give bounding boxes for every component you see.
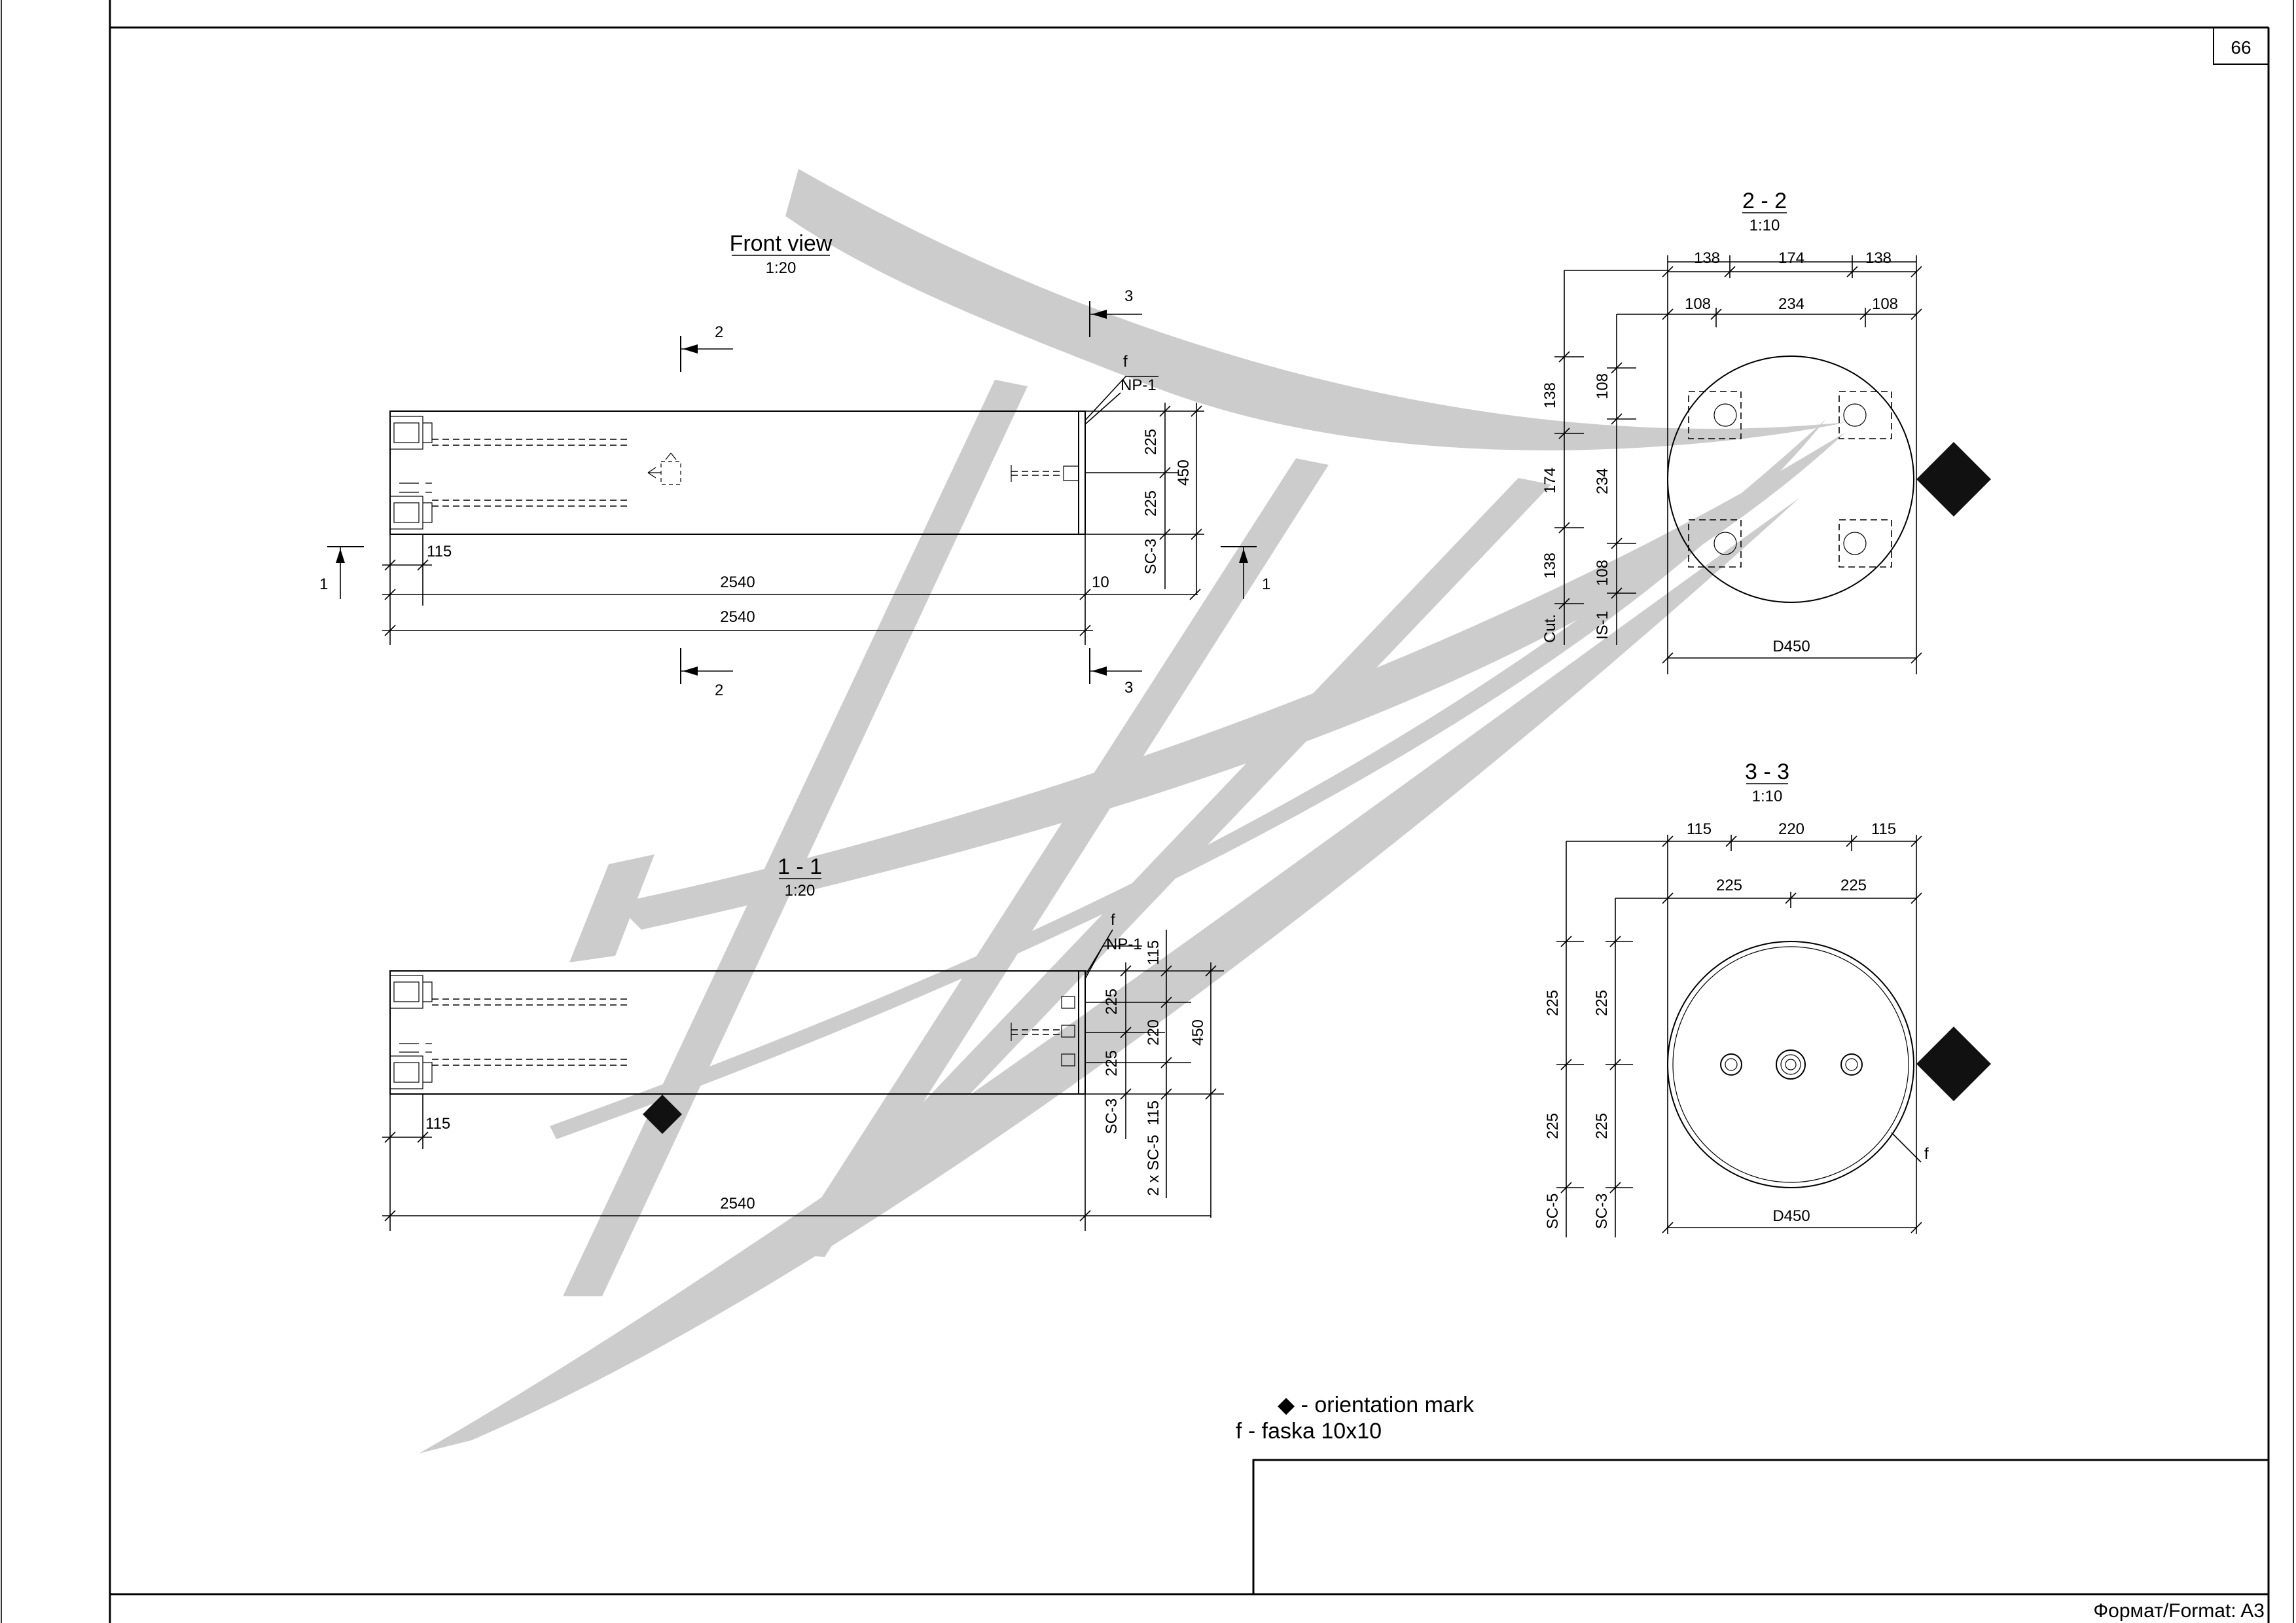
section-1-1-scale: 1:20 [785,882,816,900]
front-dim-115: 115 [427,543,452,560]
legend-orientation-mark: ◆ - orientation mark [1278,1393,1475,1417]
front-view: Front view 1:20 f NP-1 [319,231,1270,699]
section-1-1-dim-225-b: 225 [1103,1050,1121,1076]
section-3-3-dim-115-top-a: 115 [1687,820,1712,838]
cut-2-label-bottom: 2 [715,682,723,699]
section-2-2-dim-174-left: 174 [1541,467,1559,494]
section-2-2-dim-108-top-a: 108 [1685,295,1711,313]
section-3-3-scale: 1:10 [1752,788,1783,805]
section-2-2-scale: 1:10 [1749,217,1780,234]
section-2-2-dim-108-top-b: 108 [1872,295,1898,313]
section-3-3-dim-225-left-b: 225 [1544,1113,1562,1139]
format-label: Формат/Format: A3 [2093,1600,2265,1622]
section-3-3-outline [1667,941,1914,1188]
front-dim-10: 10 [1092,574,1109,591]
section-2-2-dim-108-right-a: 108 [1594,373,1611,399]
section-1-1-dim-2540: 2540 [720,1195,755,1213]
section-2-2: 2 - 2 1:10 138 [1541,189,1991,674]
section-3-3-dim-225-top-a: 225 [1716,877,1742,894]
front-dim-225-a: 225 [1142,429,1160,455]
legend: ◆ - orientation mark f - faska 10x10 [1236,1393,1475,1444]
section-2-2-dim-108-right-b: 108 [1594,560,1611,586]
section-3-3-orientation-mark [1916,1027,1991,1101]
section-3-3: 3 - 3 1:10 f 115 220 [1544,759,1991,1237]
cut-marker-1-right: 1 [1221,546,1270,599]
section-1-1-dim-sc3: SC-3 [1103,1099,1121,1135]
section-3-3-title: 3 - 3 [1745,759,1789,784]
section-2-2-dim-d450: D450 [1772,638,1810,655]
section-3-3-dim-115-top-b: 115 [1871,820,1896,838]
section-1-1-orientation-mark [643,1095,682,1134]
sheet-number-box [2213,27,2269,65]
section-2-2-dim-cut: Cut. [1541,614,1559,643]
section-1-1-dim-225-a: 225 [1103,989,1121,1015]
section-2-2-dim-138-left-b: 138 [1541,553,1559,579]
section-3-3-dim-225-right-b: 225 [1593,1113,1611,1139]
section-1-1-dim-2xsc5: 2 x SC-5 [1145,1135,1162,1195]
front-view-title: Front view [730,231,833,256]
section-2-2-dim-234-top: 234 [1778,295,1804,313]
section-1-1-f-label: f [1111,911,1115,929]
section-1-1: 1 - 1 1:20 f NP-1 115 [382,854,1224,1231]
section-1-1-dim-450: 450 [1189,1019,1207,1046]
section-3-3-dim-225-right-a: 225 [1593,990,1611,1016]
section-2-2-anchor-plates [1688,391,1892,568]
cut-1-label-left: 1 [319,575,328,593]
cut-marker-2-top: 2 [680,323,733,372]
section-2-2-dim-138-top-b: 138 [1865,249,1892,267]
section-2-2-dim-138-top-a: 138 [1694,249,1720,267]
cut-marker-3-top: 3 [1089,287,1142,337]
section-2-2-dim-138-left-a: 138 [1541,382,1559,409]
section-2-2-dim-234-right: 234 [1594,468,1611,494]
section-3-3-f-label: f [1924,1145,1929,1163]
section-1-1-dim-115-top: 115 [1145,940,1162,965]
section-3-3-dim-sc3: SC-3 [1593,1194,1611,1230]
section-2-2-dim-174-top: 174 [1778,249,1804,267]
section-3-3-sockets [1720,1049,1863,1080]
section-1-1-title: 1 - 1 [778,854,822,879]
cut-3-label-bottom: 3 [1124,679,1133,697]
section-1-1-dim-115-lower: 115 [1145,1101,1162,1125]
front-dim-2540-b: 2540 [720,608,755,626]
section-3-3-dim-220-top: 220 [1778,820,1804,838]
cut-1-label-right: 1 [1262,575,1270,593]
title-block [1252,1459,2270,1596]
section-1-1-dim-115-bottom: 115 [425,1115,450,1133]
front-dim-2540-a: 2540 [720,574,755,591]
front-f-label: f [1123,353,1128,371]
cut-2-label-top: 2 [715,323,723,341]
front-dim-225-b: 225 [1142,490,1160,517]
cut-3-label-top: 3 [1124,287,1133,305]
legend-faska: f - faska 10x10 [1236,1419,1382,1444]
cut-marker-1-left: 1 [319,546,364,599]
cut-marker-3-bottom: 3 [1089,648,1142,697]
section-3-3-dim-sc5: SC-5 [1544,1194,1562,1230]
front-dim-sc3: SC-3 [1142,539,1160,575]
front-np1-label: NP-1 [1121,376,1157,394]
section-1-1-np1-label: NP-1 [1106,936,1142,953]
front-dim-450: 450 [1175,460,1193,486]
lifting-point-symbol [647,452,681,485]
watermark-logo [419,169,1846,1453]
cut-marker-2-bottom: 2 [680,648,733,699]
section-2-2-dim-is1: IS-1 [1594,611,1611,640]
section-3-3-dim-225-top-b: 225 [1840,877,1867,894]
section-2-2-orientation-mark [1916,442,1991,517]
section-3-3-dim-d450: D450 [1772,1207,1810,1225]
section-3-3-dim-225-left-a: 225 [1544,990,1562,1016]
front-view-scale: 1:20 [766,259,797,277]
section-2-2-title: 2 - 2 [1742,189,1787,213]
sheet-number: 66 [2231,37,2251,58]
section-1-1-dim-220: 220 [1145,1019,1162,1046]
